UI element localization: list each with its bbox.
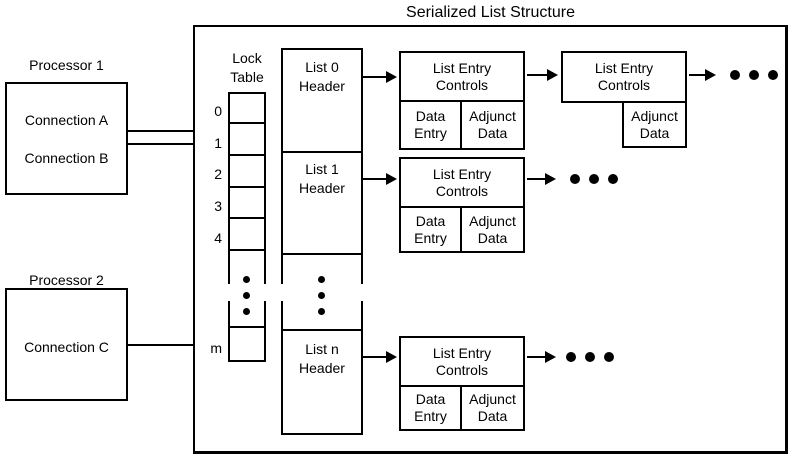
horizontal-ellipsis-icon: [566, 352, 614, 362]
arrow-listn-to-entry: [363, 351, 397, 363]
list-entry-controls-box: List Entry Controls Data Entry Adjunct D…: [399, 51, 525, 150]
lock-table-divider: [228, 154, 266, 156]
data-entry-cell: Data Entry: [401, 208, 462, 251]
data-entry-cell: Data Entry: [401, 387, 462, 429]
list-header-divider: [281, 151, 363, 153]
processor-2-link-line: [128, 344, 193, 346]
list-0-header-label: List 0 Header: [299, 59, 345, 94]
lock-table-column: [228, 92, 266, 362]
horizontal-ellipsis-icon: [730, 70, 778, 80]
lock-slot-label-3: 3: [214, 198, 222, 214]
adjunct-data-cell: Adjunct Data: [622, 101, 687, 148]
lock-table-divider: [228, 186, 266, 188]
lock-table-label: Lock Table: [230, 50, 264, 85]
vertical-ellipsis-icon: [243, 276, 250, 315]
lock-slot-label-0: 0: [214, 103, 222, 119]
processor-1-link-line-a: [128, 130, 193, 132]
connection-a-label: Connection A: [24, 112, 109, 128]
processor-1-box: Connection A Connection B: [5, 82, 128, 195]
processor-1-link-line-b: [128, 143, 193, 145]
list-entry-controls-box: List Entry Controls: [561, 51, 687, 103]
lock-slot-label-2: 2: [214, 166, 222, 182]
list-entry-controls-box: List Entry Controls Data Entry Adjunct D…: [399, 157, 525, 253]
adjunct-data-cell: Adjunct Data: [469, 391, 516, 424]
list-entry-controls-title: List Entry Controls: [401, 159, 523, 208]
lock-table-divider: [228, 326, 266, 328]
list-1-header-label: List 1 Header: [299, 161, 345, 196]
arrow-entry-to-entry: [527, 69, 558, 81]
arrow-entry-to-ellipsis: [527, 351, 556, 363]
lock-table-divider: [228, 249, 266, 251]
list-header-column: [281, 48, 363, 435]
diagram-title: Serialized List Structure: [406, 4, 575, 21]
connection-b-label: Connection B: [24, 150, 109, 166]
arrow-list0-to-entry: [363, 71, 397, 83]
connection-c-label: Connection C: [24, 339, 109, 355]
data-entry-cell: Data Entry: [401, 102, 462, 148]
list-entry-controls-title: List Entry Controls: [401, 53, 523, 102]
horizontal-ellipsis-icon: [570, 174, 618, 184]
list-entry-controls-box: List Entry Controls Data Entry Adjunct D…: [399, 336, 525, 431]
list-n-header-label: List n Header: [299, 341, 345, 376]
arrow-entry-to-ellipsis: [527, 173, 556, 185]
lock-slot-label-1: 1: [214, 135, 222, 151]
list-header-divider: [281, 253, 363, 255]
processor-1-label: Processor 1: [29, 57, 104, 73]
adjunct-data-cell: Adjunct Data: [469, 212, 516, 246]
list-entry-controls-title: List Entry Controls: [401, 338, 523, 387]
lock-slot-label-m: m: [210, 340, 222, 356]
adjunct-data-cell: Adjunct Data: [469, 108, 516, 141]
arrow-entry-to-ellipsis: [689, 69, 716, 81]
processor-2-label: Processor 2: [29, 272, 104, 288]
lock-table-divider: [228, 122, 266, 124]
vertical-ellipsis-icon: [318, 276, 325, 315]
list-header-divider: [281, 329, 363, 331]
arrow-list1-to-entry: [363, 173, 397, 185]
lock-table-divider: [228, 217, 266, 219]
lock-slot-label-4: 4: [214, 230, 222, 246]
processor-2-box: Connection C: [5, 288, 128, 401]
